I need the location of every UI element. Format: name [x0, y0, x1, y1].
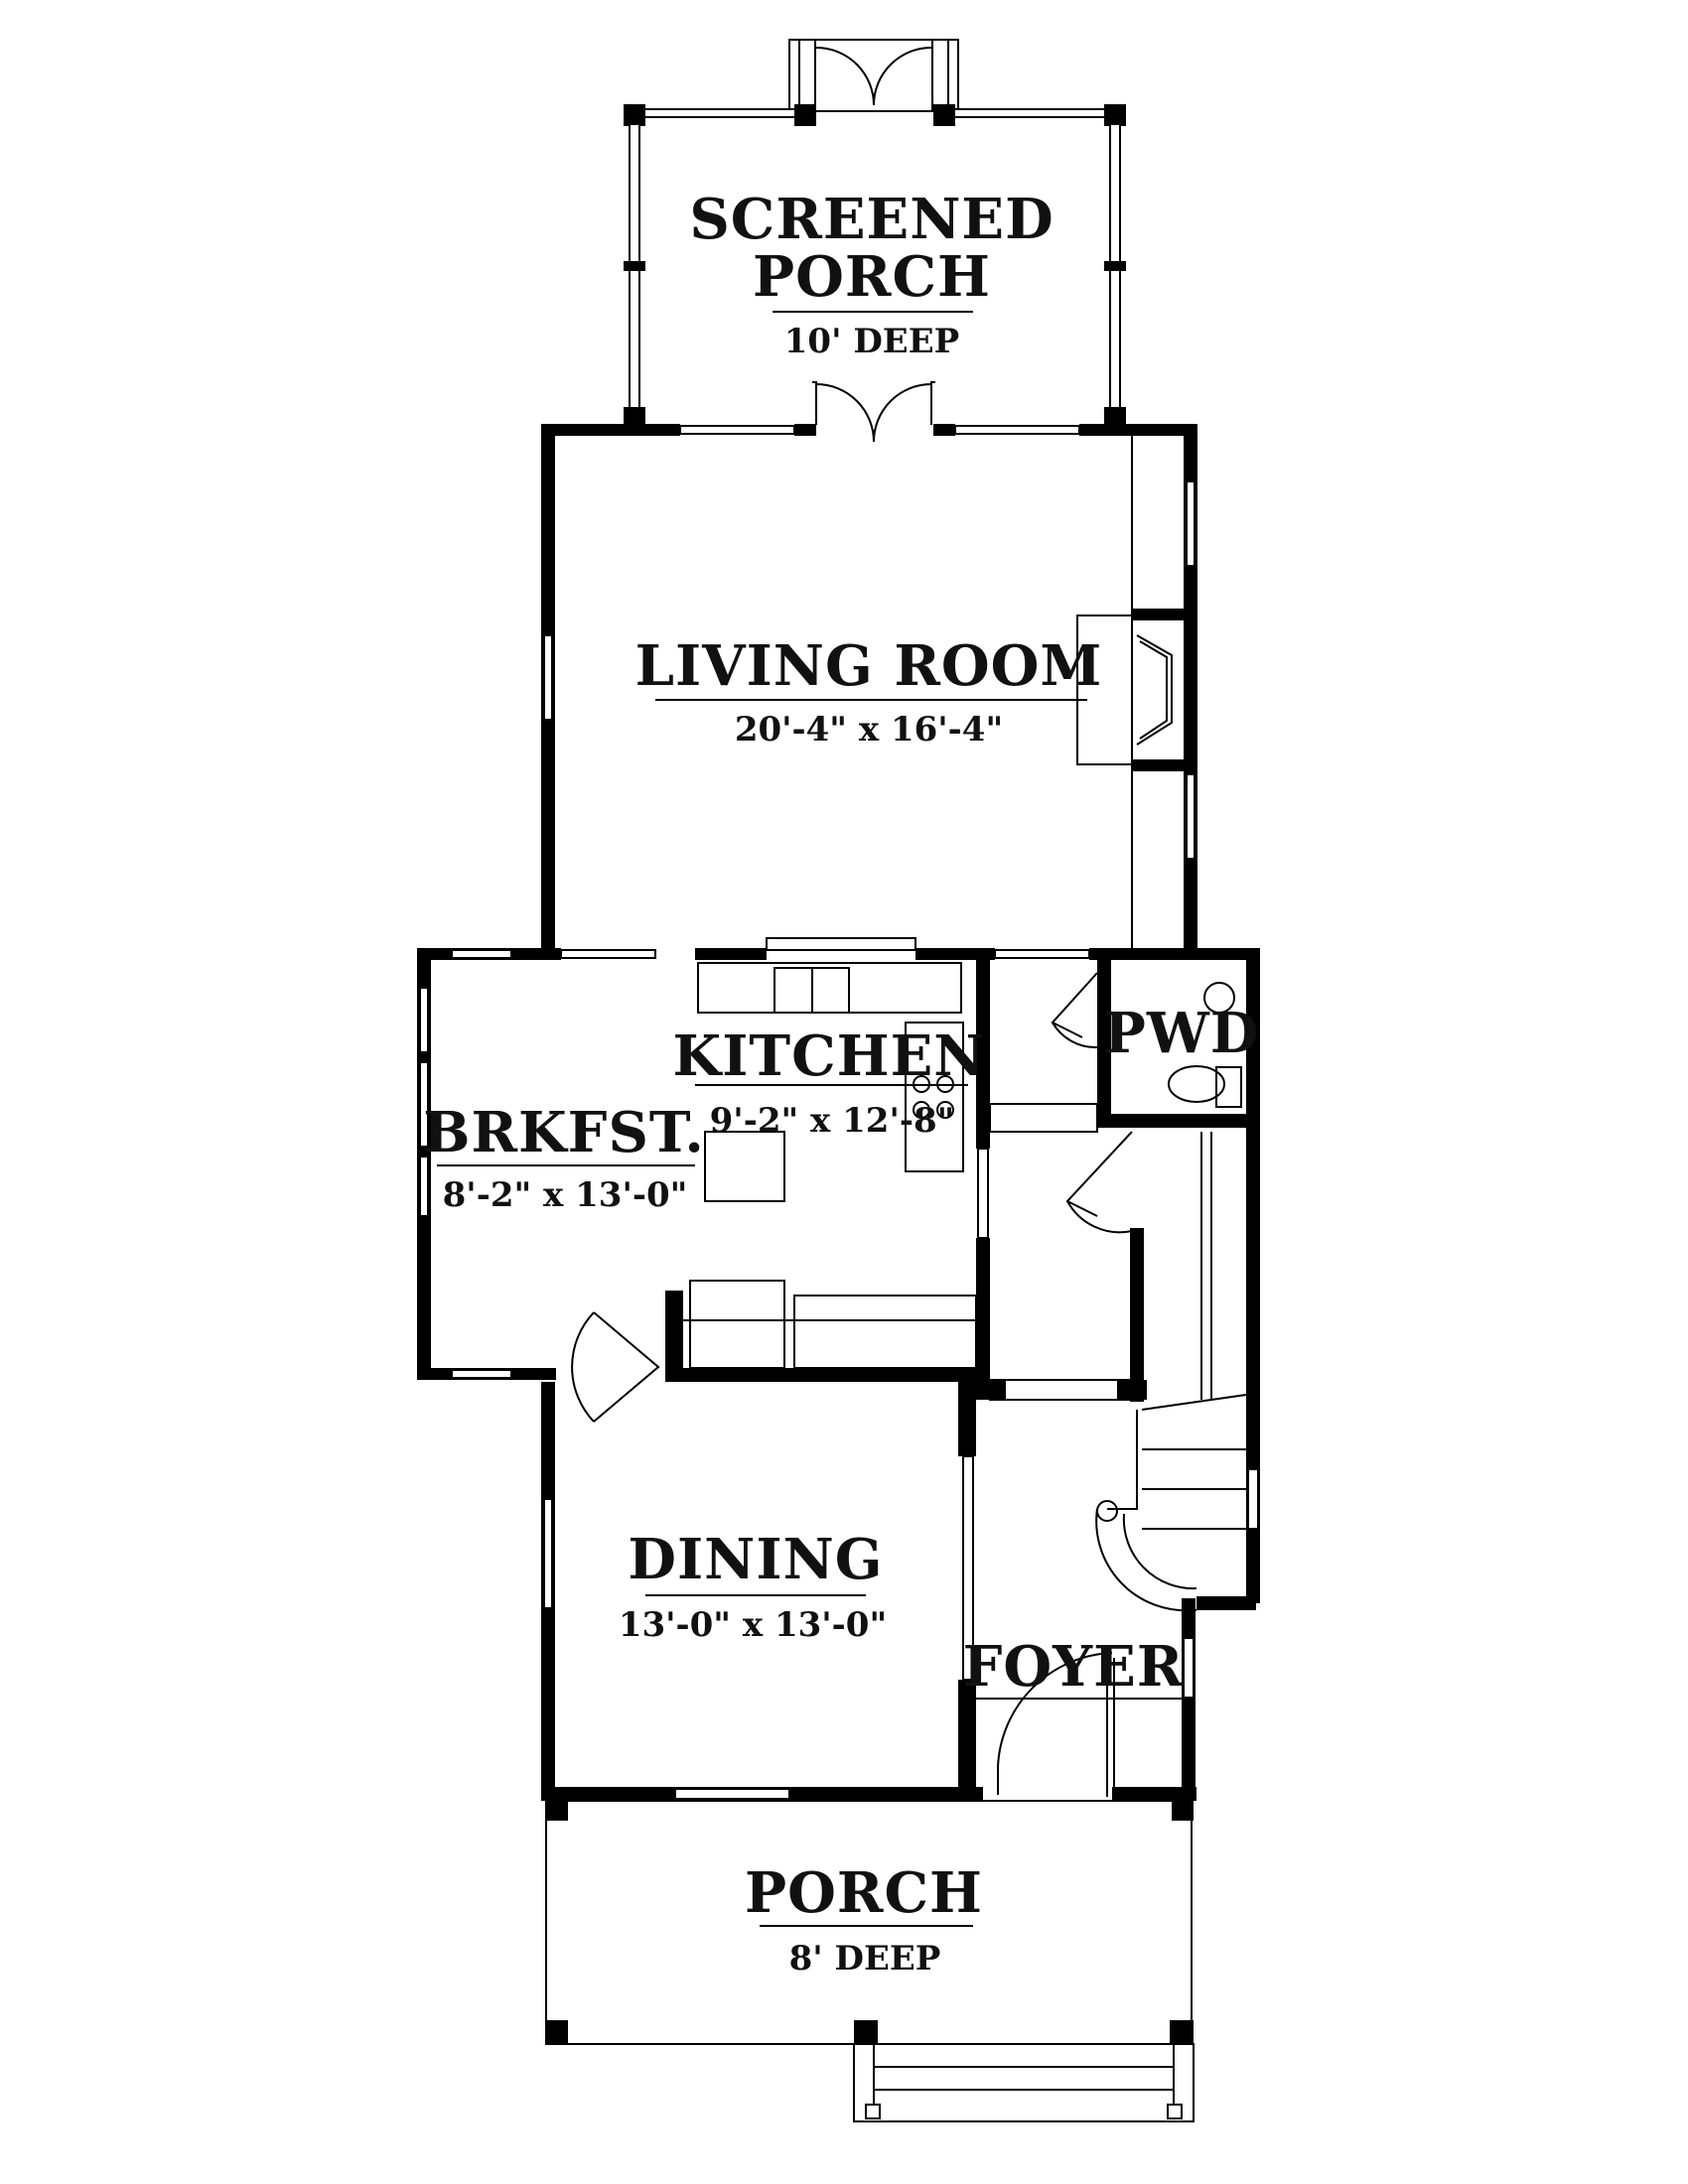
dining-name: DINING — [628, 1527, 883, 1592]
screened-porch-structure — [624, 39, 1126, 443]
living-room-name: LIVING ROOM — [635, 633, 1103, 699]
screened-porch-size: 10' DEEP — [784, 322, 959, 361]
room-labels: SCREENED PORCH 10' DEEP LIVING ROOM 20'-… — [423, 187, 1260, 1979]
kitchen-breakfast-walls — [417, 937, 1258, 1423]
breakfast-size: 8'-2" x 13'-0" — [443, 1175, 688, 1215]
foyer-name: FOYER — [963, 1634, 1185, 1700]
powder-name: PWD — [1104, 1001, 1260, 1066]
porch-size: 8' DEEP — [789, 1939, 941, 1979]
front-porch-structure — [545, 1800, 1195, 2122]
porch-name: PORCH — [745, 1860, 983, 1926]
living-room-size: 20'-4" x 16'-4" — [735, 710, 1003, 750]
kitchen-name: KITCHEN — [673, 1024, 986, 1089]
living-room-walls — [541, 424, 1197, 955]
kitchen-size: 9'-2" x 12'-8" — [710, 1101, 955, 1141]
breakfast-name: BRKFST. — [423, 1100, 705, 1165]
screened-porch-name-1: SCREENED — [689, 187, 1054, 252]
dining-size: 13'-0" x 13'-0" — [619, 1605, 887, 1645]
dining-foyer-walls — [541, 1382, 1196, 1801]
screened-porch-name-2: PORCH — [753, 244, 991, 310]
powder-stair-walls — [976, 948, 1260, 1797]
